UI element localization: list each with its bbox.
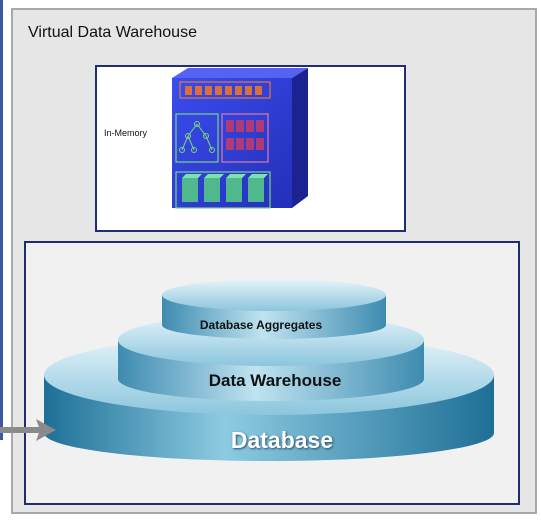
left-edge-line (0, 0, 3, 440)
panel-title: Virtual Data Warehouse (28, 24, 197, 41)
in-memory-label: In-Memory (104, 128, 148, 138)
aggregates-disk (162, 279, 386, 339)
arrow-icon (0, 419, 56, 441)
database-stack-diagram (0, 279, 494, 461)
in-memory-cube-icon (172, 68, 308, 209)
label-database: Database (230, 427, 334, 453)
label-database-aggregates: Database Aggregates (199, 318, 323, 332)
label-data-warehouse: Data Warehouse (208, 371, 342, 390)
